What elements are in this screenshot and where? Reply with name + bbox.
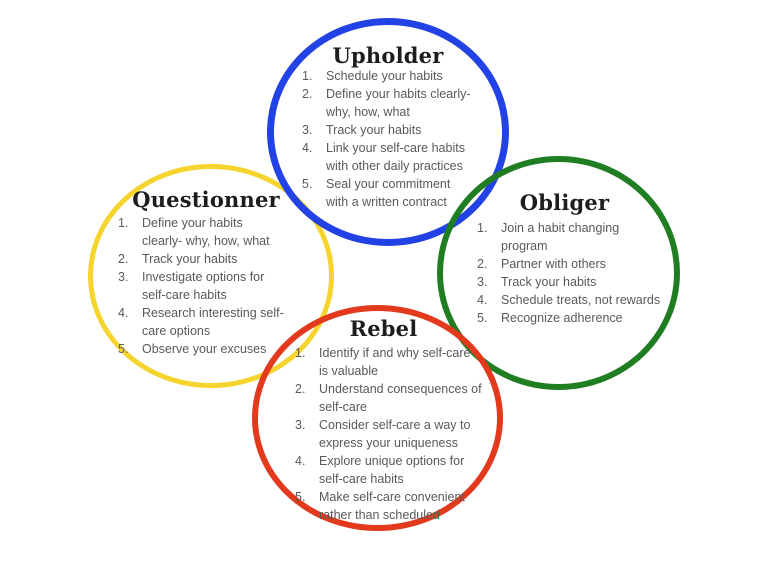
upholder-title: Upholder (332, 43, 444, 68)
list-item: Define your habits clearly- why, how, wh… (118, 214, 270, 248)
questionner-list: Define your habits clearly- why, how, wh… (118, 214, 308, 358)
list-item: Seal your commitment with a written cont… (302, 175, 451, 209)
obliger-circle: Obliger Join a habit changing program Pa… (437, 156, 680, 390)
rebel-list: Identify if and why self-care is valuabl… (295, 344, 500, 524)
questionner-circle: Questionner Define your habits clearly- … (88, 164, 334, 388)
questionner-title: Questionner (132, 187, 280, 212)
list-item: Track your habits (118, 250, 238, 268)
list-item: Make self-care convenient rather than sc… (295, 488, 465, 522)
upholder-list: Schedule your habits Define your habits … (302, 67, 500, 211)
list-item: Consider self-care a way to express your… (295, 416, 471, 450)
list-item: Track your habits (302, 121, 422, 139)
rebel-circle: Rebel Identify if and why self-care is v… (252, 305, 503, 531)
list-item: Investigate options for self-care habits (118, 268, 265, 302)
list-item: Schedule treats, not rewards (477, 291, 661, 309)
list-item: Partner with others (477, 255, 606, 273)
list-item: Identify if and why self-care is valuabl… (295, 344, 471, 378)
list-item: Recognize adherence (477, 309, 623, 327)
obliger-title: Obliger (519, 190, 610, 215)
list-item: Join a habit changing program (477, 219, 620, 253)
list-item: Link your self-care habits with other da… (302, 139, 465, 173)
obliger-list: Join a habit changing program Partner wi… (477, 219, 677, 327)
list-item: Track your habits (477, 273, 597, 291)
list-item: Schedule your habits (302, 67, 443, 85)
rebel-title: Rebel (349, 316, 418, 341)
upholder-circle: Upholder Schedule your habits Define you… (267, 18, 509, 246)
list-item: Define your habits clearly- why, how, wh… (302, 85, 471, 119)
list-item: Research interesting self- care options (118, 304, 284, 338)
list-item: Understand consequences of self-care (295, 380, 482, 414)
list-item: Observe your excuses (118, 340, 267, 358)
list-item: Explore unique options for self-care hab… (295, 452, 465, 486)
